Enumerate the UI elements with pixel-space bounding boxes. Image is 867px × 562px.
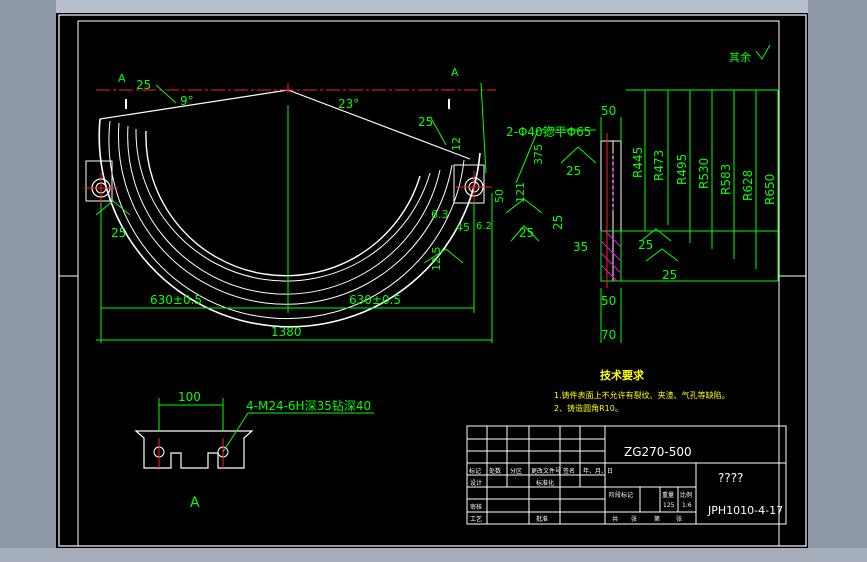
- radius-r583: R583: [719, 164, 733, 195]
- hdr-stage: 阶段标记: [609, 491, 633, 499]
- detail-a-callout: 4-M24-6H深35钻深40: [246, 398, 371, 413]
- row-design: 设计: [470, 479, 482, 487]
- side-dim-25-c: 25: [638, 238, 653, 252]
- hdr-mark: 标记: [469, 467, 481, 475]
- dim-25-right-b: 25: [551, 215, 565, 230]
- section-mark-a-left: A: [118, 72, 126, 85]
- side-dim-25-d: 25: [662, 268, 677, 282]
- detail-a-view: [134, 398, 374, 469]
- angle-left: 9°: [180, 94, 194, 108]
- sheet-index: 第: [654, 515, 660, 523]
- dim-375: 375: [532, 144, 545, 165]
- angle-right: 23°: [338, 97, 359, 111]
- drawing-number: JPH1010-4-17: [707, 504, 783, 517]
- dim-25-right-top: 25: [418, 115, 433, 129]
- tech-req-title: 技术要求: [600, 368, 645, 382]
- holes-callout: 2-Φ40锪平Φ65: [506, 124, 591, 139]
- side-dimensions: [600, 89, 779, 343]
- dim-25-left-hole: 25: [111, 226, 126, 240]
- side-dim-70: 70: [601, 328, 616, 342]
- dim-45: 45: [456, 221, 470, 234]
- sheet-unit-a: 张: [631, 515, 637, 523]
- drawing-canvas[interactable]: 其余: [56, 13, 808, 548]
- part-name: ????: [718, 471, 743, 485]
- dim-12-top: 12: [450, 137, 463, 151]
- sheet-unit-b: 张: [676, 515, 682, 523]
- viewport-right-band: [808, 0, 867, 562]
- row-approve: 批准: [536, 515, 548, 523]
- radius-r445: R445: [631, 147, 645, 178]
- hdr-sign: 签名: [563, 467, 575, 475]
- side-dim-50-top: 50: [601, 104, 616, 118]
- dim-total: 1380: [271, 325, 302, 339]
- dim-6-3: 6.3: [431, 208, 449, 221]
- hdr-change-doc: 更改文件号: [531, 467, 561, 475]
- dim-half-left: 630±0.5: [150, 293, 202, 307]
- dim-25-right-a: 25: [519, 226, 534, 240]
- material: ZG270-500: [624, 445, 692, 459]
- hdr-scale: 比例: [680, 491, 692, 499]
- dim-25-top-left: 25: [136, 78, 151, 92]
- weight: 125: [663, 502, 675, 509]
- section-mark-a-right: A: [451, 66, 459, 79]
- main-dimensions: [95, 82, 597, 343]
- row-check: 审核: [470, 503, 482, 511]
- radius-r530: R530: [697, 158, 711, 189]
- tech-req-line-2: 2、铸造圆角R10。: [554, 403, 623, 413]
- tech-req-line-1: 1.铸件表面上不允许有裂纹、夹渣、气孔等缺陷。: [554, 390, 730, 400]
- radius-r628: R628: [741, 170, 755, 201]
- viewport-bottom-band: [0, 548, 867, 562]
- radius-r650: R650: [763, 174, 777, 205]
- sheet-total: 共: [612, 515, 618, 523]
- detail-a-width: 100: [178, 390, 201, 404]
- dim-6-2: 6.2: [476, 221, 492, 232]
- side-dim-35: 35: [573, 240, 588, 254]
- radius-r473: R473: [652, 150, 666, 181]
- drawing-sheet: 其余: [56, 13, 808, 548]
- roughness-symbol-icon: [755, 44, 771, 60]
- roughness-note: 其余: [729, 50, 751, 64]
- viewport-left-band: [0, 0, 56, 562]
- row-std: 标准化: [536, 479, 554, 487]
- radius-r495: R495: [675, 154, 689, 185]
- viewport-top-band: [0, 0, 867, 13]
- hdr-count: 处数: [489, 467, 501, 475]
- dim-12-5: 12.5: [430, 247, 443, 272]
- dim-half-right: 630±0.5: [349, 293, 401, 307]
- main-part-view: [84, 83, 496, 328]
- dim-25-right-mid: 25: [566, 164, 581, 178]
- dim-121: 121: [514, 182, 527, 203]
- title-block: [466, 425, 787, 525]
- detail-a-label: A: [190, 495, 200, 511]
- radius-labels: R445 R473 R495 R530 R583 R628 R650: [631, 147, 777, 205]
- row-process: 工艺: [470, 515, 482, 523]
- side-section-view: [600, 133, 778, 288]
- hdr-date: 年、月、日: [583, 467, 613, 475]
- title-block-cells: 标记 处数 分区 更改文件号 签名 年、月、日 设计 标准化 阶段标记 重量 比…: [469, 467, 692, 523]
- dim-50-vertical: 50: [493, 189, 506, 203]
- hdr-zone: 分区: [510, 467, 522, 475]
- scale: 1:6: [682, 502, 692, 509]
- hdr-weight: 重量: [662, 491, 674, 499]
- side-dim-50-bottom: 50: [601, 294, 616, 308]
- inner-frame: [77, 20, 780, 547]
